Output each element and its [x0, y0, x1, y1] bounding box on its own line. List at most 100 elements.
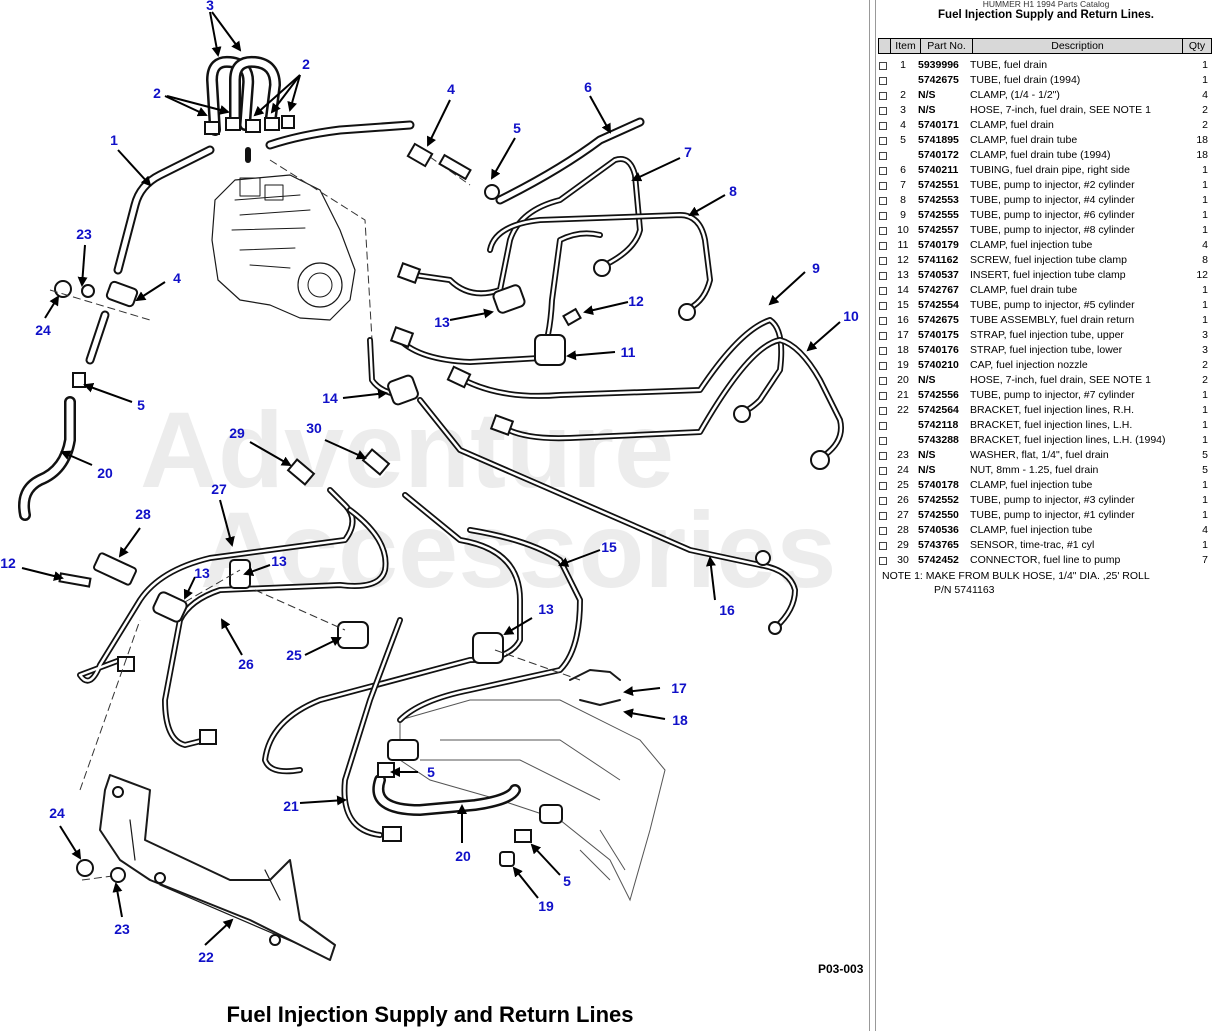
row-checkbox[interactable]	[876, 208, 888, 223]
checkbox-square[interactable]	[879, 92, 887, 100]
row-checkbox[interactable]	[876, 448, 888, 463]
row-checkbox[interactable]	[876, 358, 888, 373]
row-part-no: 5742554	[918, 299, 959, 311]
checkbox-square[interactable]	[879, 407, 887, 415]
checkbox-square[interactable]	[879, 167, 887, 175]
row-checkbox[interactable]	[876, 148, 888, 163]
checkbox-square[interactable]	[879, 527, 887, 535]
row-qty: 1	[1202, 209, 1208, 221]
checkbox-square[interactable]	[879, 512, 887, 520]
header-item: Item	[890, 39, 920, 53]
callout-19: 19	[538, 898, 554, 914]
checkbox-square[interactable]	[879, 152, 887, 160]
row-part-no: 5741895	[918, 134, 959, 146]
row-checkbox[interactable]	[876, 523, 888, 538]
callout-6: 6	[584, 79, 592, 95]
row-qty: 1	[1202, 539, 1208, 551]
row-item: 2	[900, 89, 906, 101]
row-qty: 5	[1202, 449, 1208, 461]
row-checkbox[interactable]	[876, 403, 888, 418]
checkbox-square[interactable]	[879, 422, 887, 430]
checkbox-square[interactable]	[879, 317, 887, 325]
row-checkbox[interactable]	[876, 538, 888, 553]
checkbox-square[interactable]	[879, 287, 887, 295]
callout-3: 3	[206, 0, 214, 13]
checkbox-square[interactable]	[879, 557, 887, 565]
row-checkbox[interactable]	[876, 283, 888, 298]
checkbox-square[interactable]	[879, 452, 887, 460]
header-description: Description	[972, 39, 1182, 53]
checkbox-square[interactable]	[879, 482, 887, 490]
checkbox-square[interactable]	[879, 302, 887, 310]
row-checkbox[interactable]	[876, 73, 888, 88]
row-checkbox[interactable]	[876, 313, 888, 328]
checkbox-square[interactable]	[879, 212, 887, 220]
row-checkbox[interactable]	[876, 193, 888, 208]
row-item: 23	[897, 449, 909, 461]
row-checkbox[interactable]	[876, 253, 888, 268]
checkbox-square[interactable]	[879, 137, 887, 145]
checkbox-square[interactable]	[879, 182, 887, 190]
row-checkbox[interactable]	[876, 88, 888, 103]
checkbox-square[interactable]	[879, 437, 887, 445]
row-checkbox[interactable]	[876, 133, 888, 148]
row-checkbox[interactable]	[876, 433, 888, 448]
checkbox-square[interactable]	[879, 107, 887, 115]
row-checkbox[interactable]	[876, 103, 888, 118]
row-checkbox[interactable]	[876, 373, 888, 388]
row-qty: 12	[1196, 269, 1208, 281]
catalog-name: HUMMER H1 1994 Parts Catalog	[982, 0, 1110, 9]
row-checkbox[interactable]	[876, 463, 888, 478]
checkbox-square[interactable]	[879, 227, 887, 235]
checkbox-square[interactable]	[879, 392, 887, 400]
row-description: TUBE, fuel drain	[970, 59, 1048, 71]
row-checkbox[interactable]	[876, 343, 888, 358]
row-checkbox[interactable]	[876, 328, 888, 343]
row-checkbox[interactable]	[876, 493, 888, 508]
row-checkbox[interactable]	[876, 388, 888, 403]
checkbox-square[interactable]	[879, 542, 887, 550]
row-checkbox[interactable]	[876, 118, 888, 133]
checkbox-square[interactable]	[879, 77, 887, 85]
checkbox-square[interactable]	[879, 197, 887, 205]
panel-divider[interactable]	[869, 0, 876, 1031]
row-checkbox[interactable]	[876, 178, 888, 193]
checkbox-square[interactable]	[879, 347, 887, 355]
row-checkbox[interactable]	[876, 298, 888, 313]
checkbox-square[interactable]	[879, 257, 887, 265]
checkbox-square[interactable]	[879, 272, 887, 280]
row-checkbox[interactable]	[876, 223, 888, 238]
row-item: 7	[900, 179, 906, 191]
row-qty: 1	[1202, 419, 1208, 431]
row-item: 26	[897, 494, 909, 506]
row-part-no: 5742557	[918, 224, 959, 236]
row-checkbox[interactable]	[876, 58, 888, 73]
checkbox-square[interactable]	[879, 242, 887, 250]
row-part-no: 5740178	[918, 479, 959, 491]
checkbox-square[interactable]	[879, 122, 887, 130]
row-checkbox[interactable]	[876, 163, 888, 178]
row-description: CLAMP, fuel drain	[970, 119, 1054, 131]
checkbox-square[interactable]	[879, 467, 887, 475]
row-checkbox[interactable]	[876, 238, 888, 253]
checkbox-square[interactable]	[879, 62, 887, 70]
row-checkbox[interactable]	[876, 268, 888, 283]
checkbox-square[interactable]	[879, 362, 887, 370]
row-checkbox[interactable]	[876, 418, 888, 433]
callout-24-bottom: 24	[49, 805, 65, 821]
checkbox-square[interactable]	[879, 497, 887, 505]
row-checkbox[interactable]	[876, 478, 888, 493]
checkbox-square[interactable]	[879, 377, 887, 385]
callout-28: 28	[135, 506, 151, 522]
checkbox-square[interactable]	[879, 332, 887, 340]
row-checkbox[interactable]	[876, 553, 888, 568]
row-part-no: N/S	[918, 374, 936, 386]
row-checkbox[interactable]	[876, 508, 888, 523]
callout-4-left: 4	[173, 270, 181, 286]
